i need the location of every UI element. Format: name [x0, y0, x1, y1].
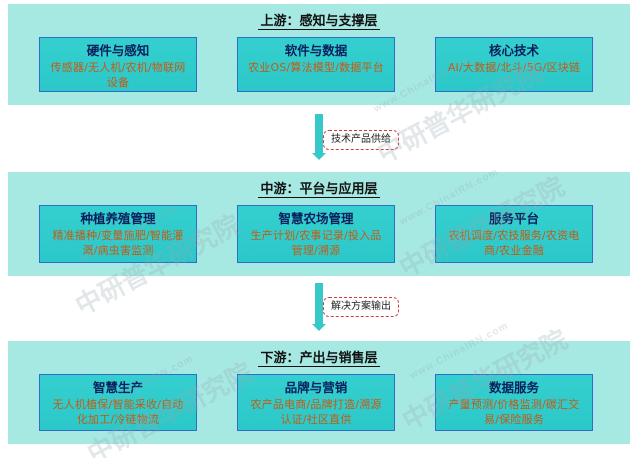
card-body: AI/大数据/北斗/5G/区块链: [447, 61, 581, 74]
card-body: 生产计划/农事记录/投入品管理/溯源: [250, 229, 382, 257]
card-title: 核心技术: [488, 43, 539, 58]
connector-arrowhead: [312, 153, 326, 160]
card-body: 传感器/无人机/农机/物联网设备: [50, 61, 186, 89]
connector-label-solution-output: 解决方案输出: [323, 297, 399, 317]
connector-line: [315, 114, 323, 154]
midstream-layer-title: 中游：平台与应用层: [258, 182, 380, 198]
card-brand-marketing: 品牌与营销 农产品电商/品牌打造/溯源认证/社区直供: [237, 374, 395, 431]
card-title: 硬件与感知: [86, 43, 150, 58]
card-body: 无人机植保/智能采收/自动化加工/冷链物流: [52, 398, 184, 426]
card-software-data: 软件与数据 农业OS/算法模型/数据平台: [237, 37, 395, 92]
card-title: 软件与数据: [284, 43, 348, 58]
card-title: 数据服务: [488, 380, 539, 395]
card-body: 农产品电商/品牌打造/溯源认证/社区直供: [250, 398, 382, 426]
card-smart-production: 智慧生产 无人机植保/智能采收/自动化加工/冷链物流: [39, 374, 197, 431]
card-data-service: 数据服务 产量预测/价格监测/碳汇交易/保险服务: [435, 374, 593, 431]
upstream-layer-title: 上游：感知与支撑层: [258, 14, 380, 30]
card-title: 智慧农场管理: [278, 211, 354, 226]
downstream-layer-title: 下游：产出与销售层: [258, 351, 380, 367]
card-body: 农机调度/农技服务/农资电商/农业金融: [448, 229, 580, 257]
upstream-layer: 上游：感知与支撑层 硬件与感知 传感器/无人机/农机/物联网设备 软件与数据 农…: [8, 4, 630, 105]
card-smart-farm: 智慧农场管理 生产计划/农事记录/投入品管理/溯源: [237, 205, 395, 263]
card-body: 农业OS/算法模型/数据平台: [248, 61, 384, 74]
card-service-platform: 服务平台 农机调度/农技服务/农资电商/农业金融: [435, 205, 593, 263]
connector-line: [315, 283, 323, 325]
connector-label-tech-supply: 技术产品供给: [323, 130, 399, 150]
card-body: 精准播种/变量施肥/智能灌溉/病虫害监测: [52, 229, 184, 257]
card-title: 服务平台: [488, 211, 539, 226]
card-planting-breeding: 种植养殖管理 精准播种/变量施肥/智能灌溉/病虫害监测: [39, 205, 197, 263]
connector-arrowhead: [312, 324, 326, 331]
card-title: 品牌与营销: [284, 380, 348, 395]
card-core-technology: 核心技术 AI/大数据/北斗/5G/区块链: [435, 37, 593, 92]
card-hardware-sensing: 硬件与感知 传感器/无人机/农机/物联网设备: [39, 37, 197, 92]
midstream-layer: 中游：平台与应用层 种植养殖管理 精准播种/变量施肥/智能灌溉/病虫害监测 智慧…: [8, 172, 630, 276]
card-title: 智慧生产: [92, 380, 143, 395]
card-body: 产量预测/价格监测/碳汇交易/保险服务: [448, 398, 580, 426]
downstream-layer: 下游：产出与销售层 智慧生产 无人机植保/智能采收/自动化加工/冷链物流 品牌与…: [8, 341, 630, 444]
card-title: 种植养殖管理: [80, 211, 156, 226]
